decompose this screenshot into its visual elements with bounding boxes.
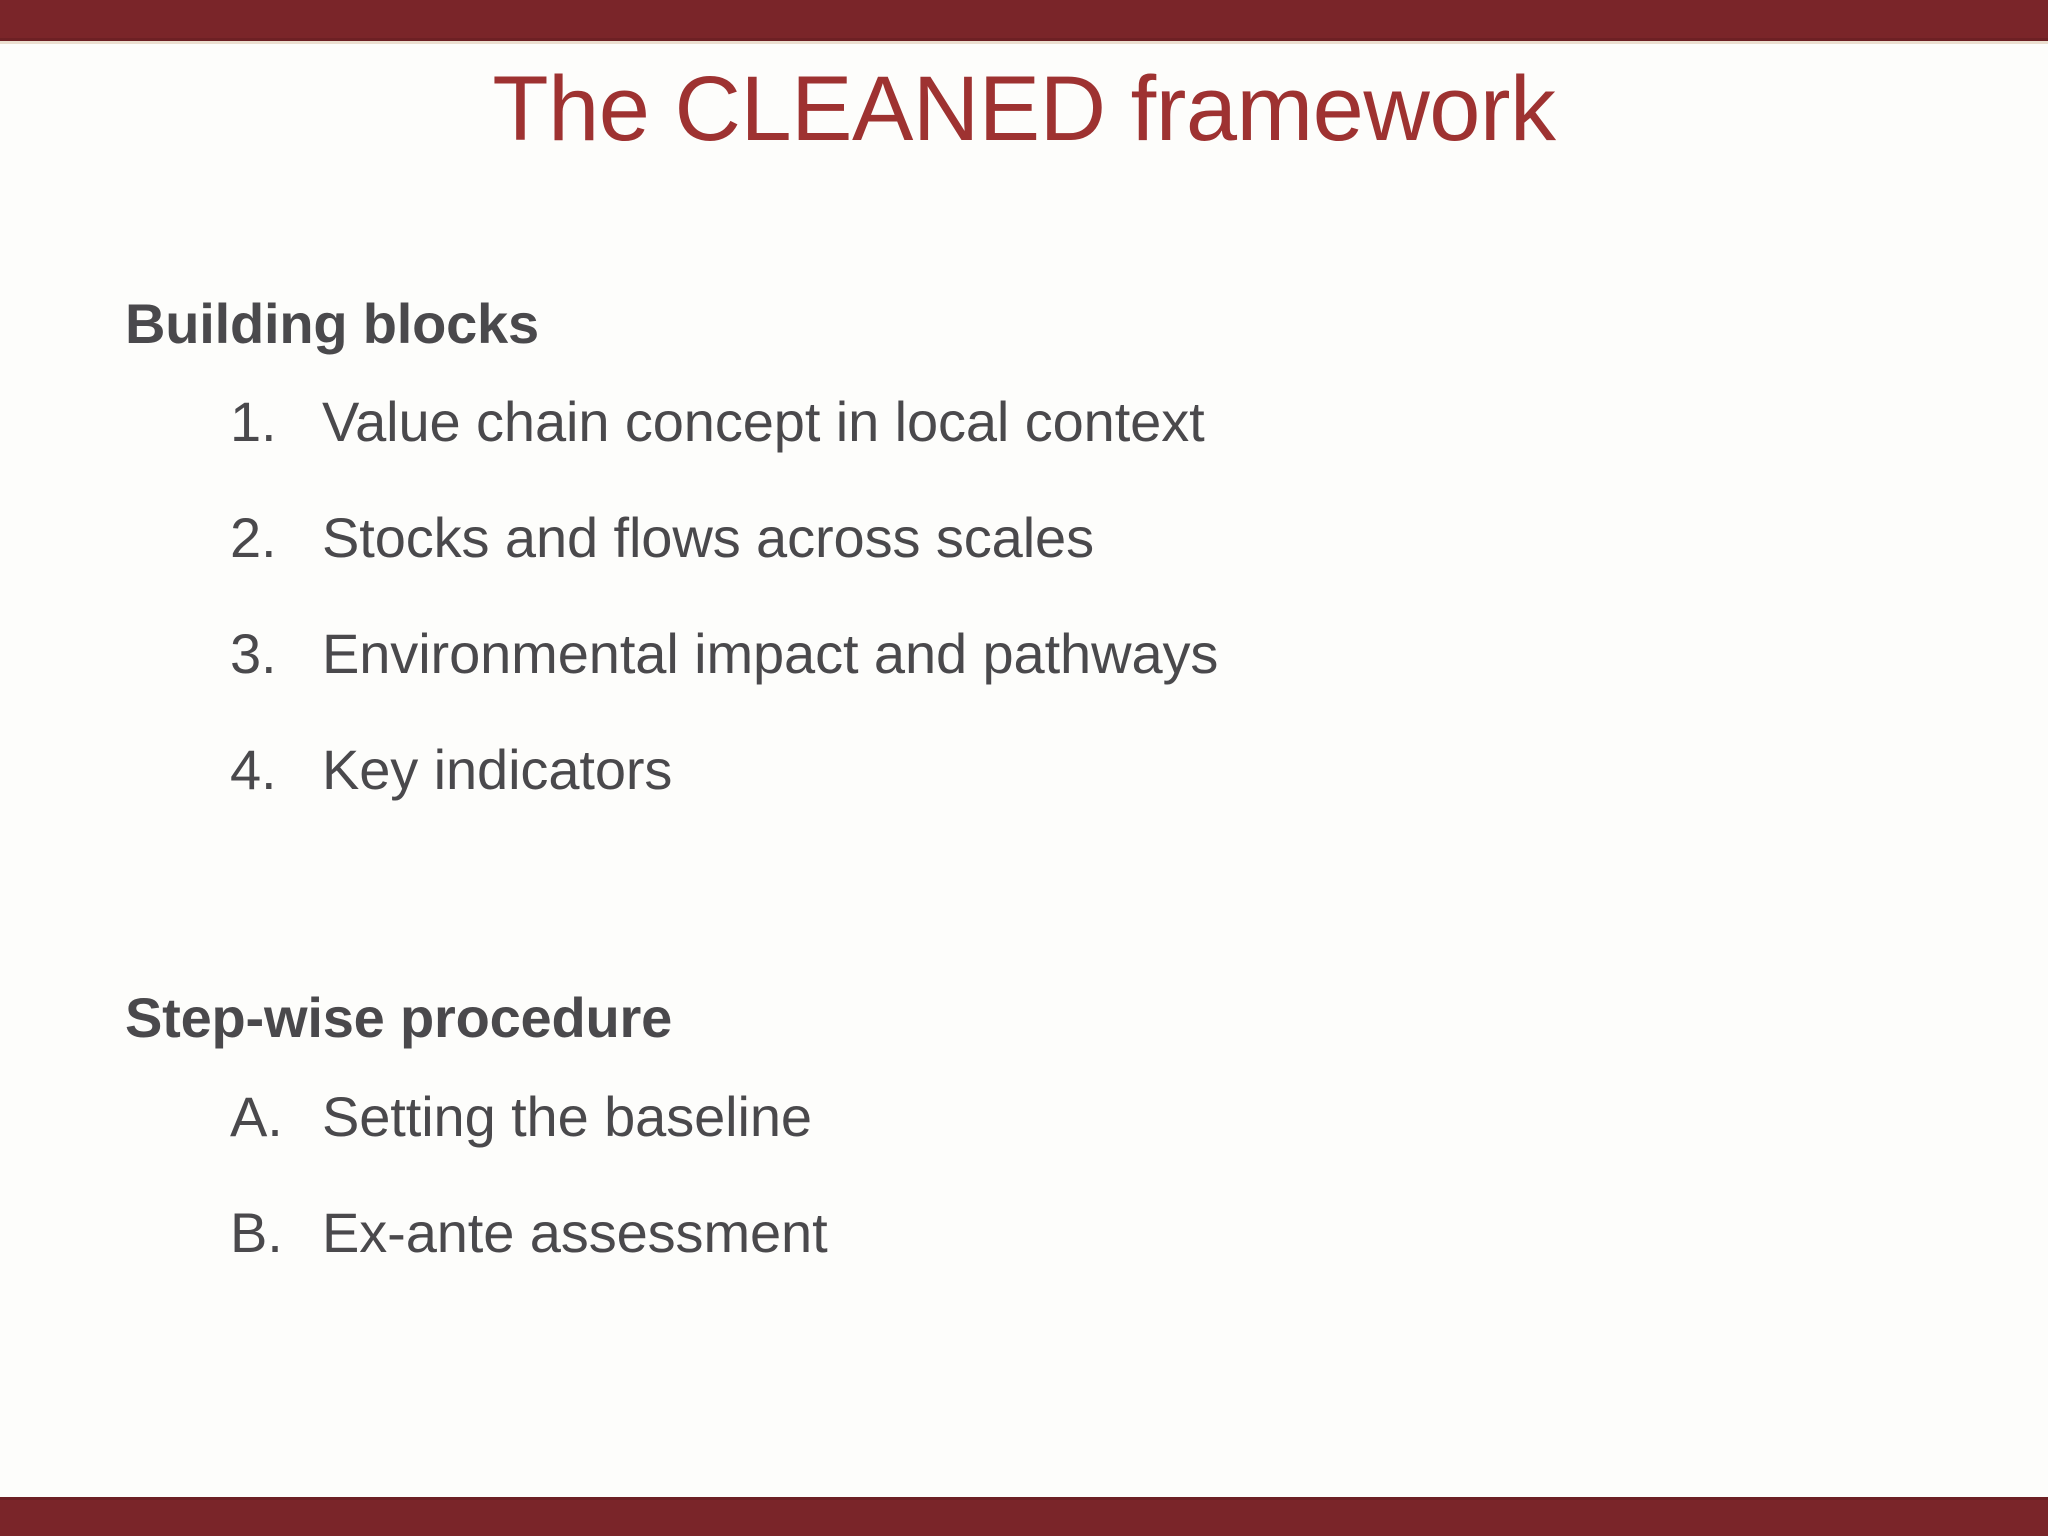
list-item-label: Key indicators <box>322 738 673 802</box>
section-step-wise-procedure: Step-wise procedure A. Setting the basel… <box>0 984 2048 1290</box>
top-accent-bar-hairline <box>0 38 2048 41</box>
bottom-accent-bar-hairline <box>0 1497 2048 1500</box>
top-accent-bar <box>0 0 2048 38</box>
slide-title: The CLEANED framework <box>492 58 1556 160</box>
numbered-list-building-blocks: 1. Value chain concept in local context … <box>0 364 2048 828</box>
list-item-label: Environmental impact and pathways <box>322 622 1219 686</box>
list-item: 4. Key indicators <box>230 712 2048 828</box>
list-item: B. Ex-ante assessment <box>230 1175 2048 1291</box>
list-item-label: Stocks and flows across scales <box>322 506 1094 570</box>
bottom-accent-bar <box>0 1500 2048 1536</box>
section-building-blocks: Building blocks 1. Value chain concept i… <box>0 290 2048 828</box>
lettered-list-step-wise-procedure: A. Setting the baseline B. Ex-ante asses… <box>0 1059 2048 1291</box>
list-item: 2. Stocks and flows across scales <box>230 480 2048 596</box>
list-item-marker: 3. <box>230 622 277 686</box>
list-item-marker: B. <box>230 1200 283 1264</box>
list-item: 1. Value chain concept in local context <box>230 364 2048 480</box>
list-item-marker: 1. <box>230 390 277 454</box>
section-heading-building-blocks: Building blocks <box>125 292 539 355</box>
list-item-label: Ex-ante assessment <box>322 1200 828 1264</box>
section-heading-step-wise-procedure: Step-wise procedure <box>125 986 673 1050</box>
list-item-marker: A. <box>230 1084 283 1148</box>
list-item-marker: 4. <box>230 738 277 802</box>
list-item: A. Setting the baseline <box>230 1059 2048 1175</box>
top-accent-bar-highlight <box>0 41 2048 44</box>
list-item-label: Value chain concept in local context <box>322 390 1205 454</box>
list-item: 3. Environmental impact and pathways <box>230 596 2048 712</box>
list-item-label: Setting the baseline <box>322 1084 812 1148</box>
list-item-marker: 2. <box>230 506 277 570</box>
slide-body: Building blocks 1. Value chain concept i… <box>0 290 2048 1291</box>
